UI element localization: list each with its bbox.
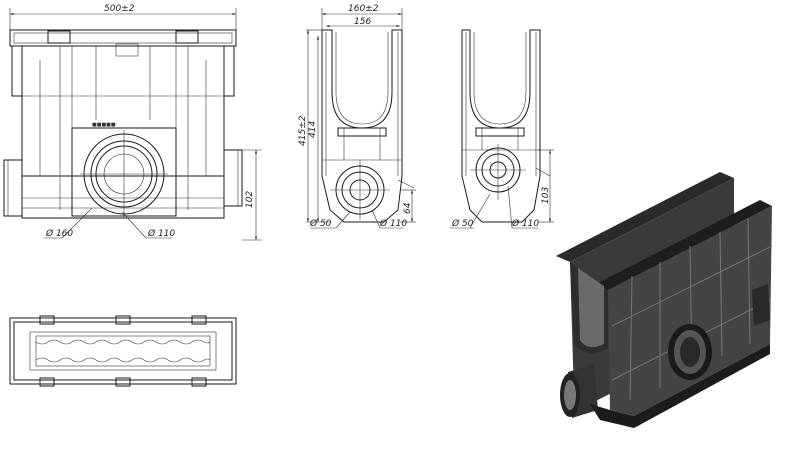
side-a-inner-width: 156 bbox=[354, 17, 371, 27]
isometric-view bbox=[556, 172, 773, 428]
front-dia-110: Ø 110 bbox=[147, 228, 175, 239]
side-a-total-height: 415±2 bbox=[298, 115, 308, 146]
side-b-dia-50: Ø 50 bbox=[451, 218, 474, 229]
brand-mark: ■■■■■ bbox=[92, 122, 116, 128]
front-dia-160: Ø 160 bbox=[45, 228, 73, 239]
side-a-top-width: 160±2 bbox=[348, 4, 379, 14]
front-height-label: 102 bbox=[245, 191, 255, 208]
top-view bbox=[9, 315, 237, 387]
side-a-dia-50: Ø 50 bbox=[309, 218, 332, 229]
side-view-b: 103 Ø 50 Ø 110 bbox=[450, 29, 554, 229]
side-b-dia-110: Ø 110 bbox=[511, 218, 539, 229]
side-b-outlet-height: 103 bbox=[541, 187, 551, 204]
side-a-outlet-height: 64 bbox=[403, 202, 413, 214]
side-a-dia-110: Ø 110 bbox=[379, 218, 407, 229]
side-a-inner-height: 414 bbox=[308, 121, 318, 138]
side-view-a: 160±2 156 415±2 414 64 Ø 50 bbox=[298, 4, 416, 229]
front-width-label: 500±2 bbox=[104, 4, 135, 14]
front-view: 500±2 ■■■■■ bbox=[3, 4, 262, 241]
